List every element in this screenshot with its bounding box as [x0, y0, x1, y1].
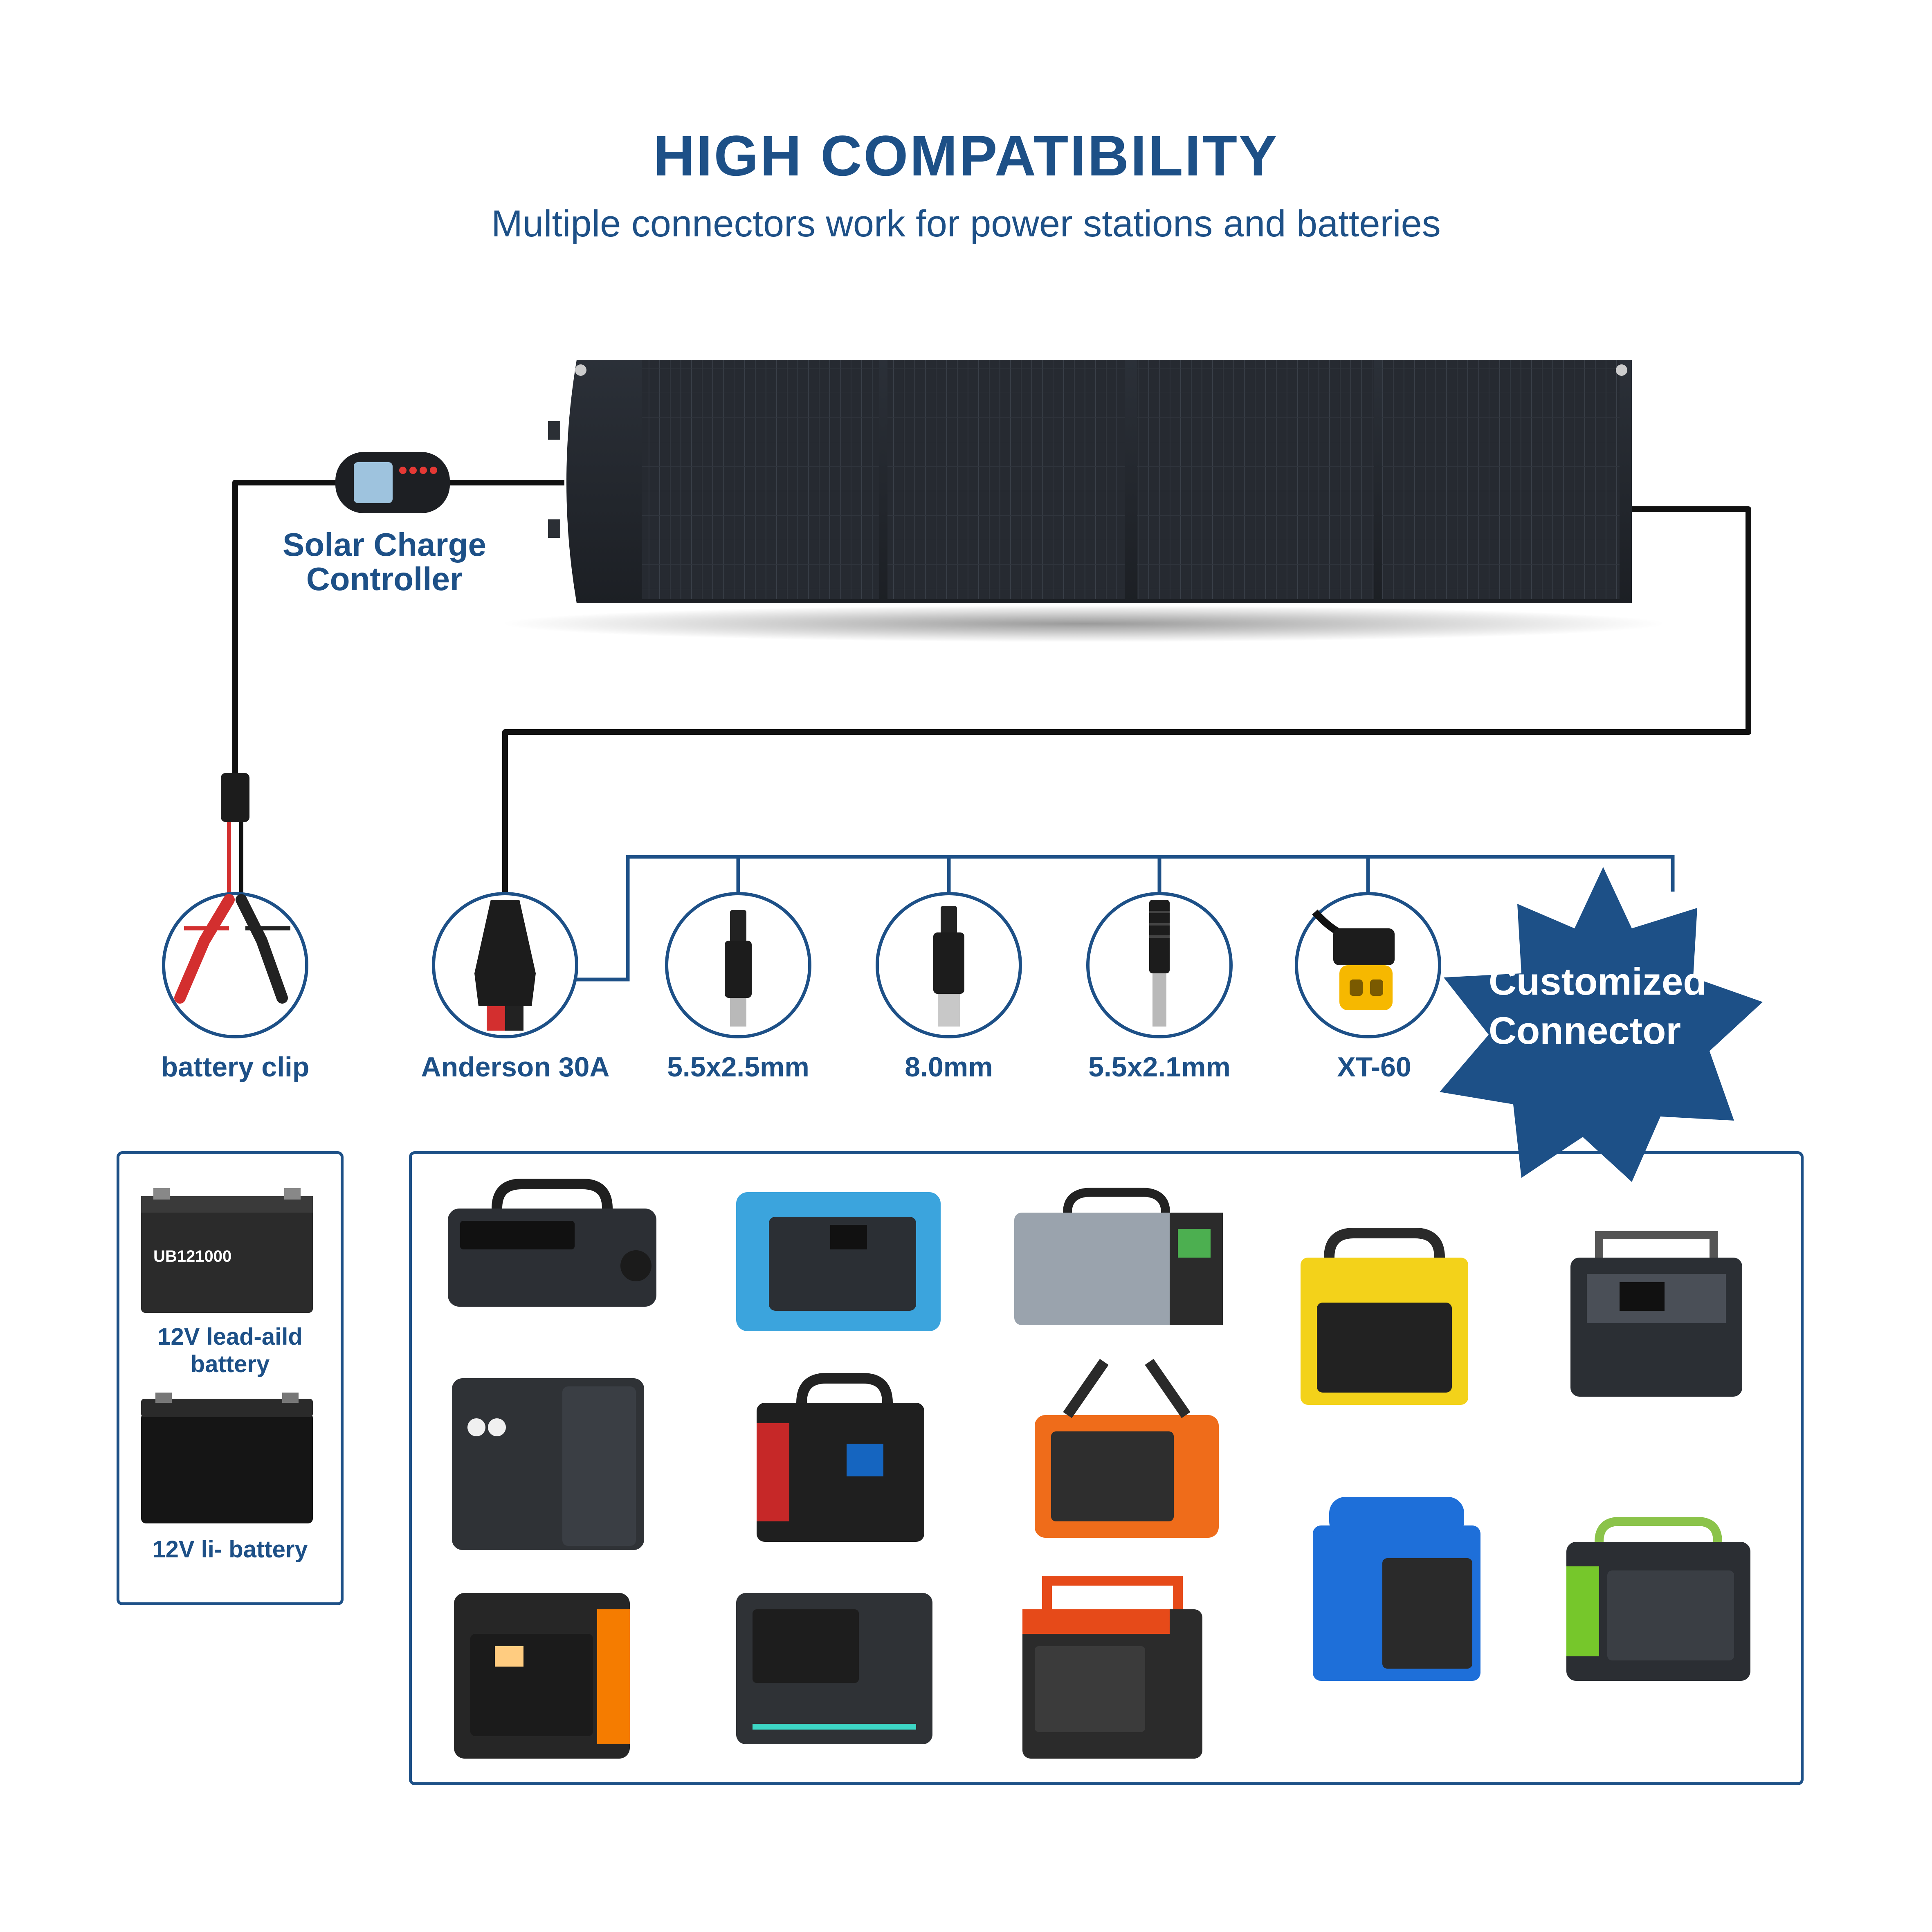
power-station	[448, 1179, 656, 1307]
anderson-connector-icon	[474, 900, 536, 1031]
power-station	[736, 1593, 932, 1744]
power-stations-box	[409, 1151, 1804, 1785]
battery-clip-circle	[162, 892, 308, 1038]
battery-clip-icon	[174, 894, 290, 1004]
panel-section-4	[1382, 360, 1620, 599]
cables	[232, 480, 1751, 900]
page-title: HIGH COMPATIBILITY	[653, 124, 1279, 188]
connector-label-anderson: Anderson 30A	[421, 1051, 610, 1083]
connector-branches	[575, 855, 1675, 982]
battery-label-lead-acid: 12V lead-aild battery	[157, 1323, 303, 1377]
connector-label-battery-clip: battery clip	[161, 1051, 310, 1083]
power-station	[1313, 1497, 1480, 1681]
power-station	[454, 1593, 630, 1759]
grommet-left	[575, 364, 586, 376]
status-led	[409, 467, 417, 474]
lithium-battery-image	[141, 1393, 313, 1523]
power-station	[757, 1373, 924, 1542]
panel-tab	[548, 519, 560, 538]
panel-section-2	[887, 360, 1125, 599]
connector-label-8mm: 8.0mm	[905, 1051, 993, 1083]
battery-label-lithium: 12V li- battery	[152, 1536, 308, 1563]
solar-charge-controller	[335, 452, 450, 513]
battery-box	[117, 1151, 344, 1605]
power-station	[1566, 1517, 1750, 1681]
power-station	[1301, 1228, 1468, 1405]
power-station	[1022, 1576, 1202, 1759]
sae-connector	[221, 773, 249, 900]
controller-screen	[354, 462, 393, 503]
status-led	[420, 467, 427, 474]
customized-connector-badge	[1440, 867, 1763, 1182]
cable-controller-to-clip	[232, 480, 344, 773]
solar-panel	[503, 360, 1665, 642]
connector-circles	[162, 892, 1441, 1038]
power-station	[1570, 1231, 1742, 1397]
status-led	[430, 467, 437, 474]
customized-connector-label: Customized Connector	[1489, 960, 1707, 1052]
power-station	[452, 1378, 644, 1550]
grommet-right	[1616, 364, 1627, 376]
xt60-connector-icon	[1312, 909, 1395, 1010]
panel-tab	[548, 421, 560, 440]
lead-acid-battery-image: UB121000	[141, 1188, 313, 1313]
power-station	[1014, 1188, 1223, 1325]
panel-section-3	[1137, 360, 1374, 599]
panel-section-1	[642, 360, 879, 599]
connector-label-5525: 5.5x2.5mm	[667, 1051, 809, 1083]
status-led	[399, 467, 407, 474]
connector-label-xt60: XT-60	[1337, 1051, 1411, 1083]
power-station	[736, 1192, 941, 1331]
barrel-5521-icon	[1149, 900, 1170, 1027]
barrel-5525-icon	[725, 910, 752, 1027]
barrel-8mm-icon	[933, 906, 964, 1027]
battery-model-text: UB121000	[153, 1247, 231, 1265]
connector-label-5521: 5.5x2.1mm	[1088, 1051, 1231, 1083]
controller-label: Solar Charge Controller	[283, 526, 486, 597]
power-station-grid	[448, 1179, 1750, 1759]
page-subtitle: Multiple connectors work for power stati…	[491, 203, 1441, 245]
panel-shadow	[503, 605, 1665, 642]
cable-panel-to-anderson	[502, 506, 1751, 900]
power-station	[1035, 1359, 1219, 1538]
